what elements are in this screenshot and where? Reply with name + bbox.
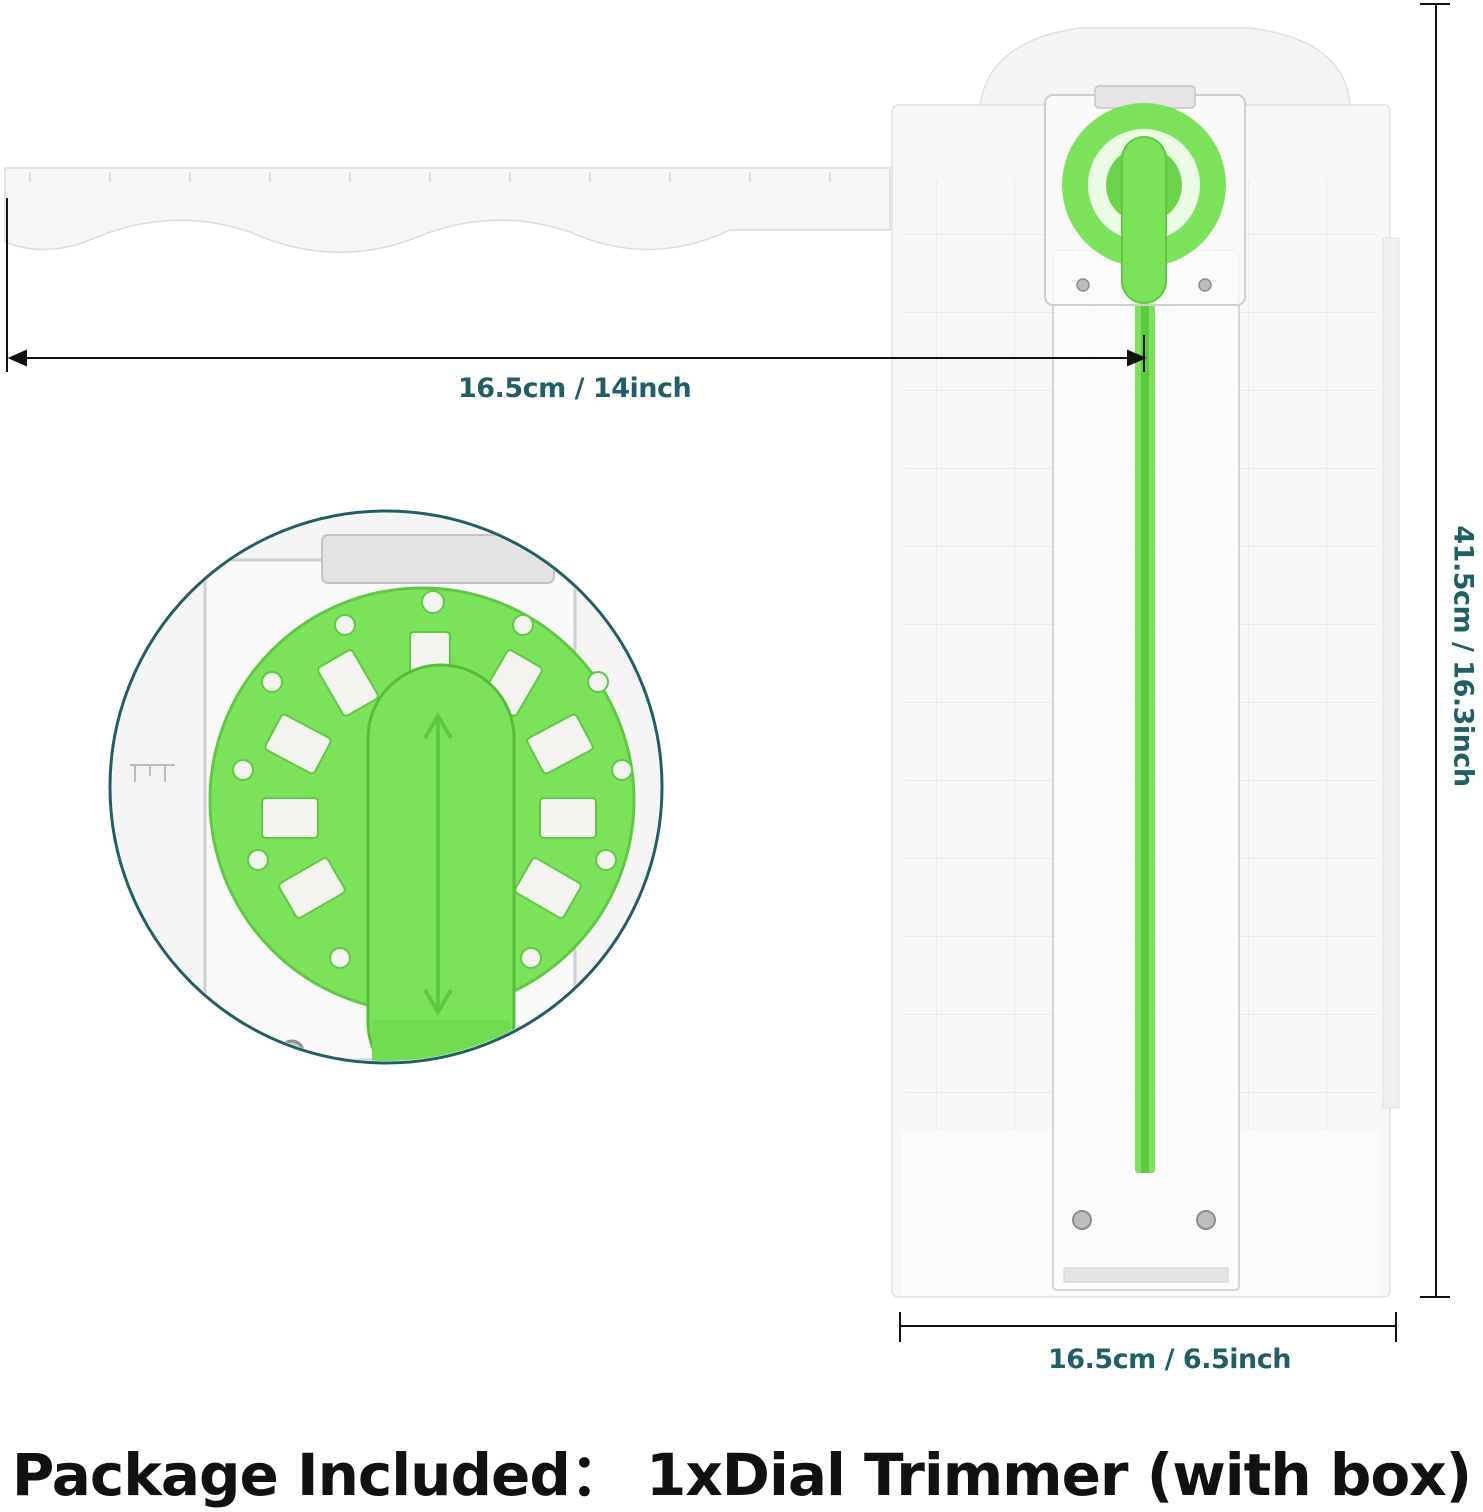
height-dimension-label: 41.5cm / 16.3inch — [1447, 525, 1479, 787]
trimmer-body — [891, 27, 1400, 1298]
up-down-arrow-icon — [423, 712, 453, 1016]
extension-ruler-arm — [4, 167, 891, 253]
ruler-arm-dimension-label: 16.5cm / 14inch — [458, 373, 692, 404]
width-dimension-label: 16.5cm / 6.5inch — [1048, 1344, 1291, 1375]
package-caption: Package Included： 1xDial Trimmer (with b… — [11, 1441, 1472, 1509]
dimension-arrow-icon — [6, 3, 1450, 1342]
dial-blade-icon — [1044, 85, 1246, 306]
zoom-detail — [108, 509, 664, 1065]
